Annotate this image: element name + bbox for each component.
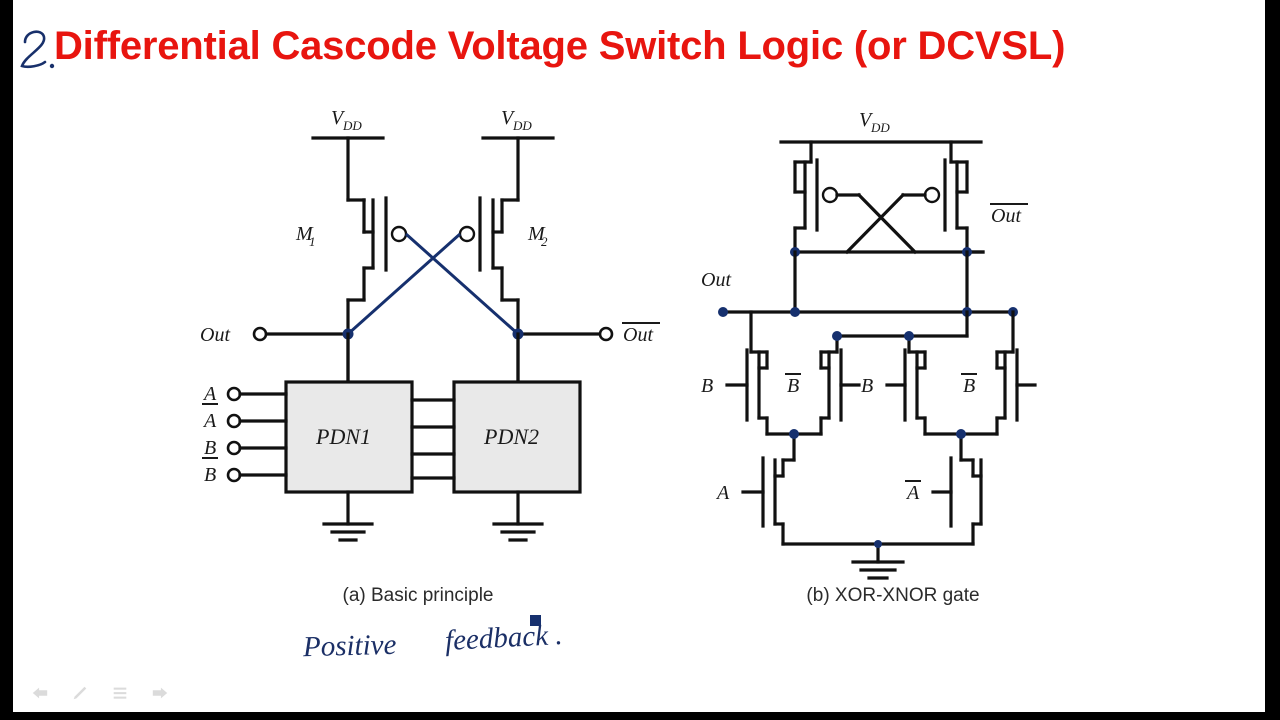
menu-icon[interactable] (111, 684, 129, 702)
pen-cursor-marker (530, 615, 541, 626)
nmos-b-1: B (701, 348, 769, 436)
m1-label: M (295, 223, 314, 245)
nmos-a-2: A (905, 456, 983, 546)
nmos-a-label-1: A (905, 482, 920, 504)
back-arrow-icon[interactable] (31, 684, 49, 702)
vdd-right-sub: DD (512, 118, 532, 133)
m2-sub: 2 (541, 234, 548, 249)
caption-figure-b: (b) XOR-XNOR gate (806, 585, 980, 606)
nmos-a-label-0: A (715, 482, 730, 504)
vdd-left-label: V (331, 107, 346, 129)
nmos-b-4: B (961, 348, 1037, 436)
vdd-sub-b: DD (870, 120, 890, 135)
forward-arrow-icon[interactable] (151, 684, 169, 702)
input-terminal-b: B (204, 464, 288, 486)
nmos-b-label-0: B (701, 375, 713, 397)
input-terminal-a-bar: A (202, 383, 288, 405)
m1-sub: 1 (309, 234, 316, 249)
input-label-3: B (204, 464, 216, 486)
figures-area: V DD V DD (13, 100, 1265, 630)
vdd-left-sub: DD (342, 118, 362, 133)
input-terminal-a: A (202, 410, 288, 432)
input-label-2: B (204, 437, 216, 459)
figure-xor-xnor-gate: V DD (701, 109, 1037, 580)
caption-figure-a: (a) Basic principle (342, 585, 494, 606)
nmos-b-3: B (861, 348, 927, 436)
out-label-b: Out (701, 269, 731, 291)
slide-page: Differential Cascode Voltage Switch Logi… (13, 0, 1265, 712)
nmos-a-1: A (715, 456, 796, 546)
outbar-label-a: Out (623, 324, 653, 346)
m2-label: M (527, 223, 546, 245)
nmos-b-label-3: B (963, 375, 975, 397)
nmos-b-2: B (785, 348, 861, 436)
screen-bottom-border (0, 712, 1280, 720)
annotation-toolbar[interactable] (13, 674, 1265, 712)
pdn1-label: PDN1 (315, 424, 371, 449)
nmos-b-label-2: B (861, 375, 873, 397)
page-title: Differential Cascode Voltage Switch Logi… (54, 24, 1066, 68)
input-terminal-b-bar: B (202, 437, 288, 459)
nmos-b-label-1: B (787, 375, 799, 397)
out-label-a: Out (200, 324, 230, 346)
outbar-label-b: Out (991, 205, 1021, 227)
handwritten-slide-number (20, 30, 55, 69)
handwritten-note-positive: Positive (302, 628, 397, 664)
handwritten-note-feedback: feedback . (444, 618, 564, 658)
vdd-label-b: V (859, 109, 874, 131)
pen-icon[interactable] (71, 684, 89, 702)
input-label-1: A (202, 410, 217, 432)
input-label-0: A (202, 383, 217, 405)
vdd-right-label: V (501, 107, 516, 129)
pdn2-block (452, 380, 582, 494)
figure-basic-principle: V DD V DD (200, 107, 660, 542)
pdn2-label: PDN2 (483, 424, 539, 449)
slide-content: Differential Cascode Voltage Switch Logi… (13, 0, 1265, 674)
